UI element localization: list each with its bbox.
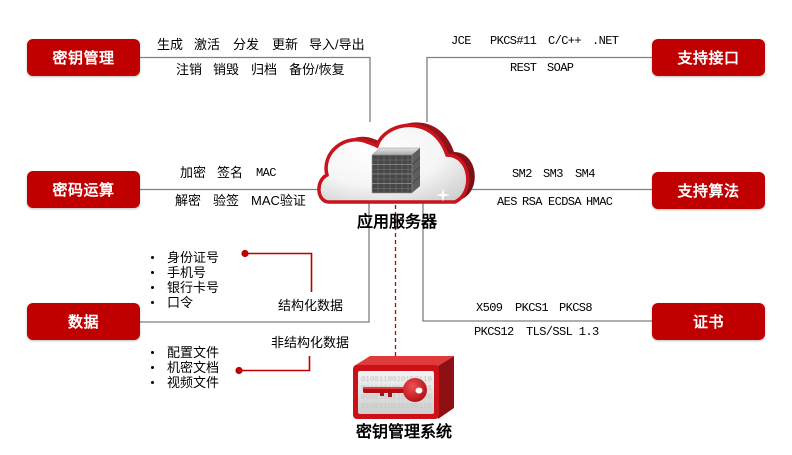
list-item-label: 口令 (167, 295, 194, 310)
crypto-operations-label: 密码运算 (52, 182, 115, 199)
binary-row: 0000100110100100 (361, 394, 432, 402)
crypto-op: 验签 (213, 193, 240, 208)
key-icon (363, 378, 427, 402)
key-management-op: 备份/恢复 (289, 62, 345, 77)
bullet-icon (151, 351, 154, 354)
safe-side-face (438, 356, 454, 419)
key-management-op: 生成 (157, 37, 184, 52)
key-management-connector (140, 56, 371, 122)
structured-data-connector (245, 252, 313, 292)
safe-top-face (354, 356, 454, 366)
key-management-op: 导入/导出 (309, 37, 365, 52)
certificate-item: PKCS8 (559, 301, 593, 315)
interface-item: C/C++ (548, 34, 582, 48)
algorithm-item: RSA (522, 195, 542, 209)
crypto-op: MAC (256, 166, 276, 180)
kms-label: 密钥管理系统 (356, 424, 453, 441)
structured-data-dot (241, 249, 249, 258)
algorithm-item: HMAC (586, 195, 613, 209)
data-label: 数据 (67, 314, 99, 331)
crypto-op: 加密 (180, 165, 207, 180)
algorithms-box: 支持算法 (652, 172, 765, 209)
bullet-icon (151, 271, 154, 274)
algorithm-item: ECDSA (548, 195, 582, 209)
interface-item: .NET (592, 34, 619, 48)
certificate-item: TLS/SSL 1.3 (526, 325, 599, 339)
list-item-label: 手机号 (167, 265, 207, 280)
key-management-op: 销毁 (213, 62, 240, 77)
key-management-op: 激活 (194, 37, 221, 52)
structured-data-list: 身份证号 手机号 银行卡号 口令 (151, 250, 231, 310)
algorithm-item: SM4 (575, 167, 595, 181)
list-item-label: 配置文件 (167, 345, 220, 360)
list-item: 身份证号 (151, 250, 231, 265)
list-item: 配置文件 (151, 345, 231, 360)
crypto-op: 签名 (217, 165, 244, 180)
bullet-icon (151, 286, 154, 289)
list-item: 视频文件 (151, 375, 231, 390)
binary-row: 0100110010100110 (361, 376, 432, 384)
certificates-box: 证书 (652, 303, 765, 340)
algorithm-item: SM3 (543, 167, 563, 181)
certificate-item: PKCS1 (515, 301, 549, 315)
interface-item: SOAP (547, 61, 574, 75)
list-item: 机密文档 (151, 360, 231, 375)
key-management-op: 归档 (251, 62, 278, 77)
bullet-icon (151, 381, 154, 384)
server-rack-icon (371, 147, 421, 194)
unstructured-data-dot (235, 366, 243, 375)
binary-row: 0100110010100110 (361, 403, 432, 411)
algorithms-label: 支持算法 (677, 183, 740, 200)
list-item-label: 机密文档 (167, 360, 220, 375)
certificates-connector (422, 195, 652, 322)
interfaces-label: 支持接口 (677, 50, 740, 67)
list-item: 手机号 (151, 265, 231, 280)
crypto-op: 解密 (175, 193, 202, 208)
unstructured-data-list: 配置文件 机密文档 视频文件 (151, 345, 231, 390)
unstructured-data-connector (239, 356, 311, 372)
data-connector (140, 195, 370, 323)
crypto-op: MAC验证 (251, 193, 306, 208)
interface-item: PKCS#11 (490, 34, 537, 48)
interfaces-connector (426, 56, 652, 122)
data-box: 数据 (27, 303, 140, 340)
unstructured-data-label: 非结构化数据 (271, 335, 350, 350)
cloud-server-icon (317, 122, 475, 204)
list-item-label: 身份证号 (167, 250, 220, 265)
algorithm-item: AES (497, 195, 517, 209)
list-item-label: 视频文件 (167, 375, 220, 390)
certificate-item: PKCS12 (474, 325, 514, 339)
bullet-icon (151, 366, 154, 369)
interface-item: JCE (451, 34, 471, 48)
key-management-label: 密钥管理 (52, 50, 115, 67)
key-management-op: 更新 (272, 37, 299, 52)
key-management-op: 分发 (233, 37, 260, 52)
certificates-label: 证书 (692, 314, 724, 331)
key-management-box: 密钥管理 (27, 39, 140, 76)
list-item: 银行卡号 (151, 280, 231, 295)
crypto-operations-box: 密码运算 (27, 171, 140, 208)
bullet-icon (151, 301, 154, 304)
sparkle-icon (436, 188, 450, 202)
application-server-label: 应用服务器 (357, 214, 438, 231)
bullet-icon (151, 256, 154, 259)
algorithm-item: SM2 (512, 167, 532, 181)
certificate-item: X509 (476, 301, 503, 315)
interfaces-box: 支持接口 (652, 39, 765, 76)
interface-item: REST (510, 61, 537, 75)
list-item-label: 银行卡号 (167, 280, 220, 295)
key-safe-icon: 0100110010100110 0010101011010011 000010… (353, 356, 454, 419)
structured-data-label: 结构化数据 (278, 298, 344, 313)
list-item: 口令 (151, 295, 231, 310)
key-management-op: 注销 (176, 62, 203, 77)
